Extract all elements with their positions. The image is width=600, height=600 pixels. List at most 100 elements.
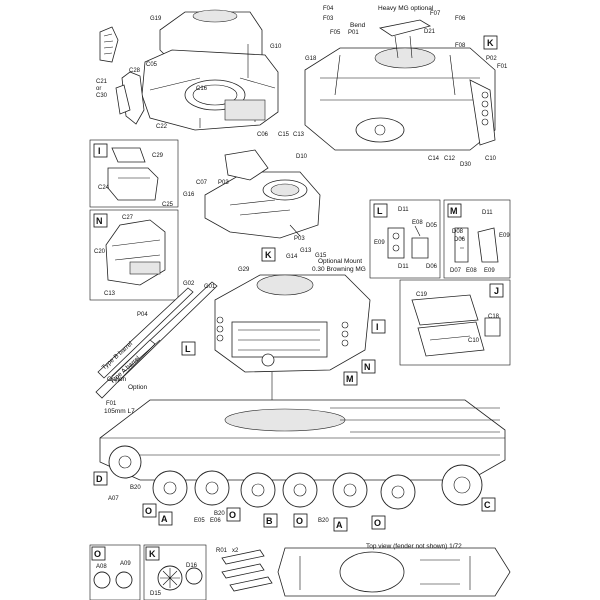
- hull-drawing: [99, 399, 506, 481]
- callout-n: N: [96, 216, 103, 226]
- note-bend: Bend: [350, 22, 366, 29]
- part-label: C16: [196, 86, 208, 92]
- note-top-view: Top view (fender not shown) 1/72: [366, 543, 462, 550]
- callout-l: L: [377, 206, 383, 216]
- part-label: C05: [146, 62, 158, 68]
- part-label: C14: [428, 156, 440, 162]
- part-label: C30: [96, 93, 108, 99]
- part-label: F01: [497, 64, 508, 70]
- callout-o-1: O: [145, 506, 152, 516]
- part-label: or: [96, 86, 101, 92]
- part-label: P04: [137, 312, 148, 318]
- part-label: G02: [183, 281, 195, 287]
- part-label: F03: [323, 16, 334, 22]
- part-label: C13: [104, 291, 116, 297]
- panel-l-drawing: [387, 225, 429, 259]
- part-label: F04: [323, 6, 334, 12]
- part-label: D07: [450, 268, 462, 274]
- part-label: D11: [398, 264, 409, 270]
- callout-m-turret: M: [346, 374, 354, 384]
- part-label: G15: [315, 253, 327, 259]
- smoke-launcher-right: [341, 321, 349, 347]
- part-label: B20: [318, 518, 329, 524]
- part-label: D06: [426, 264, 438, 270]
- callout-m: M: [450, 206, 458, 216]
- part-label: G19: [150, 16, 162, 22]
- part-label: C27: [122, 215, 134, 221]
- part-label: D15: [150, 591, 162, 597]
- part-label: C29: [152, 153, 164, 159]
- track-links-drawing: [221, 549, 273, 592]
- part-label: C07: [196, 180, 208, 186]
- part-label: G18: [305, 56, 317, 62]
- part-label: C10: [468, 338, 480, 344]
- part-label: D11: [398, 207, 409, 213]
- part-label: E09: [374, 240, 385, 246]
- callout-k-turret: K: [265, 250, 272, 260]
- part-label: D30: [460, 162, 472, 168]
- part-label: D16: [186, 563, 198, 569]
- part-label: F05: [330, 30, 341, 36]
- part-label: F06: [455, 16, 466, 22]
- callout-b: B: [266, 516, 273, 526]
- part-label: P01: [348, 30, 359, 36]
- top-view-drawing: [277, 547, 511, 597]
- callout-i: I: [98, 146, 101, 156]
- part-label: G01: [204, 284, 216, 290]
- callout-o-box: O: [94, 549, 101, 559]
- callout-k-box: K: [149, 549, 156, 559]
- turret-basket-drawing: [204, 149, 321, 239]
- part-label: C24: [98, 185, 110, 191]
- part-label: D06: [454, 237, 466, 243]
- part-label: G13: [300, 248, 312, 254]
- part-label: E06: [210, 518, 221, 524]
- callouts: K I N L M J K L I M N D C O A O B: [91, 35, 504, 561]
- part-label: D05: [426, 223, 438, 229]
- part-label: F08: [455, 43, 466, 49]
- note-option-2: Option: [128, 384, 148, 391]
- part-label: R01: [216, 548, 228, 554]
- part-label: x2: [232, 548, 239, 554]
- panel-n-drawing: [105, 219, 166, 286]
- panel-o-drawing: [93, 571, 133, 589]
- part-label: E08: [412, 220, 423, 226]
- part-label: G14: [286, 254, 298, 260]
- part-label: C22: [156, 124, 168, 130]
- part-label: C20: [94, 249, 106, 255]
- part-label: D11: [482, 210, 493, 216]
- part-label: C10: [485, 156, 497, 162]
- road-wheels: [108, 445, 483, 510]
- part-label: C19: [416, 292, 428, 298]
- callout-j: J: [494, 286, 499, 296]
- part-label: A09: [120, 561, 131, 567]
- part-label: F07: [430, 11, 441, 17]
- part-label: D08: [452, 229, 464, 235]
- callout-k: K: [487, 38, 494, 48]
- note-option-1: Option: [107, 376, 127, 383]
- part-label: C15: [278, 132, 290, 138]
- panel-j-drawing: [411, 294, 501, 357]
- part-label: C06: [257, 132, 269, 138]
- part-label: P03: [218, 180, 229, 186]
- callout-a-2: A: [336, 520, 343, 530]
- part-label: F01: [106, 401, 117, 407]
- part-label: D21: [424, 29, 436, 35]
- smoke-launcher-cluster: [481, 91, 489, 126]
- part-label: G10: [270, 44, 282, 50]
- part-label: G29: [238, 267, 250, 273]
- part-label: A08: [96, 564, 107, 570]
- part-label: B20: [214, 511, 225, 517]
- part-label: C13: [293, 132, 305, 138]
- part-label: P02: [486, 56, 497, 62]
- part-label: E09: [484, 268, 495, 274]
- part-label: C12: [444, 156, 456, 162]
- callout-l-turret: L: [185, 344, 191, 354]
- note-heavy-mg: Heavy MG optional: [378, 5, 434, 12]
- part-label: C18: [488, 314, 500, 320]
- callout-a-1: A: [161, 514, 168, 524]
- callout-i-turret: I: [376, 322, 379, 332]
- part-label: E09: [499, 233, 510, 239]
- panel-k-wheels-drawing: [157, 565, 203, 591]
- part-label: C28: [129, 68, 141, 74]
